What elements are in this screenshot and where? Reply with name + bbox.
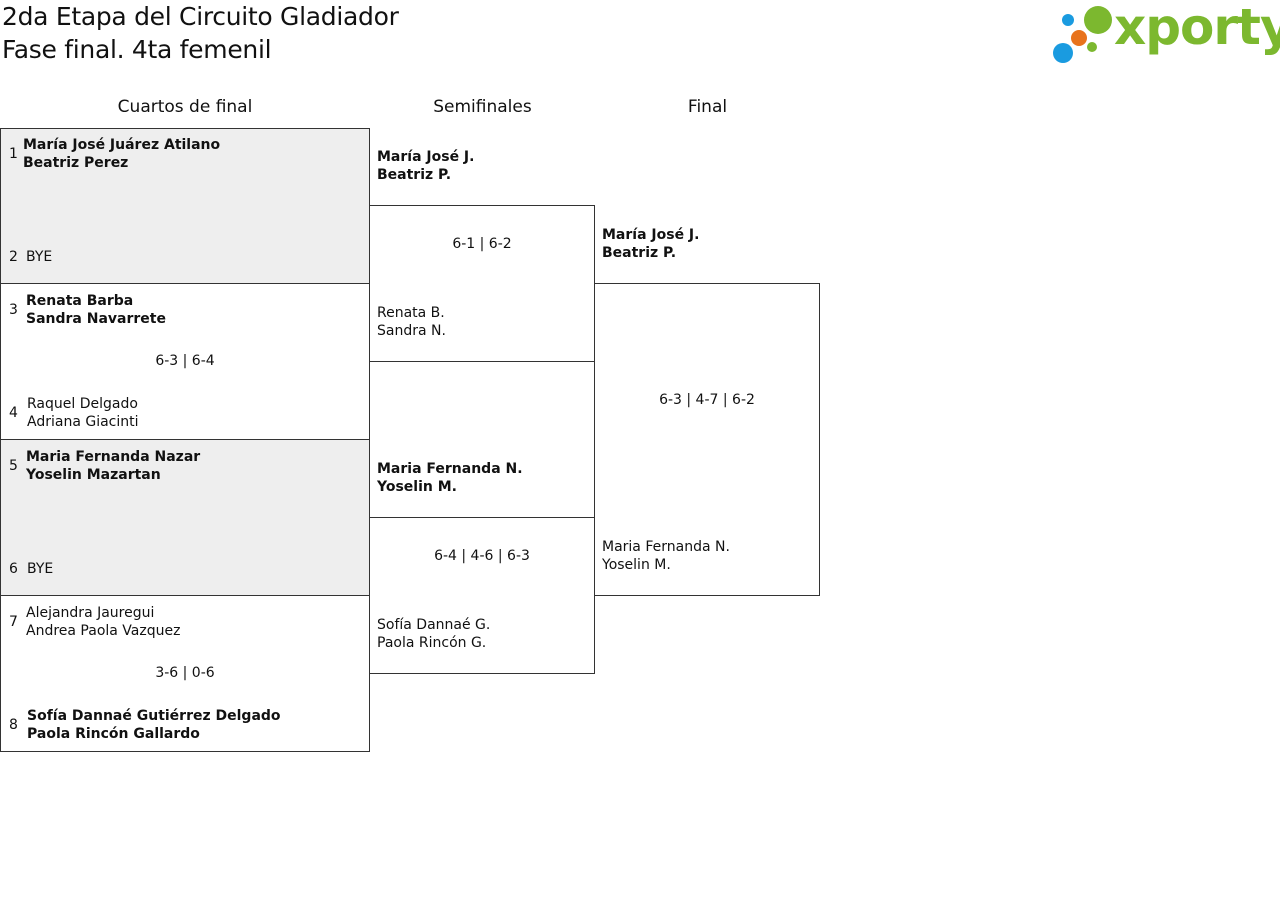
- player-name: Paola Rincón Gallardo: [27, 726, 200, 742]
- player-name: Yoselin Mazartan: [26, 467, 161, 483]
- player-name: Andrea Paola Vazquez: [26, 623, 181, 639]
- match-score: 6-4 | 4-6 | 6-3: [434, 548, 530, 564]
- player-name: Paola Rincón G.: [377, 635, 487, 651]
- seed-number: 5: [9, 458, 18, 474]
- player-name: Maria Fernanda Nazar: [26, 449, 201, 465]
- player-name: Raquel Delgado: [27, 396, 138, 412]
- player-name: Sandra N.: [377, 323, 446, 339]
- seed-number: 3: [9, 302, 18, 318]
- player-name: BYE: [27, 561, 54, 577]
- page-subtitle: Fase final. 4ta femenil: [2, 35, 272, 64]
- seed-number: 2: [9, 249, 18, 265]
- match-score: 3-6 | 0-6: [155, 665, 215, 681]
- semifinal-2-player-a: Yoselin M.: [377, 479, 457, 495]
- logo-dot-green-icon: [1084, 6, 1112, 34]
- match-score: 6-1 | 6-2: [452, 236, 512, 252]
- seed-number: 8: [9, 717, 18, 733]
- seed-number: 6: [9, 561, 18, 577]
- player-name: Beatriz Perez: [23, 155, 129, 171]
- quarterfinal-match-2[interactable]: 3 Renata Barba Sandra Navarrete 6-3 | 6-…: [0, 283, 370, 440]
- logo-text: xporty: [1114, 0, 1280, 56]
- final-player-a: Beatriz P.: [602, 245, 677, 261]
- match-score: 6-3 | 6-4: [155, 353, 215, 369]
- round-title-semis: Semifinales: [433, 97, 532, 117]
- match-score: 6-3 | 4-7 | 6-2: [659, 392, 755, 408]
- quarterfinal-match-4[interactable]: 7 Alejandra Jauregui Andrea Paola Vazque…: [0, 595, 370, 752]
- round-title-final: Final: [687, 97, 728, 117]
- semifinal-match-1[interactable]: 6-1 | 6-2 Renata B. Sandra N.: [369, 205, 595, 362]
- final-player-a: María José J.: [602, 227, 700, 243]
- player-name: Maria Fernanda N.: [602, 539, 730, 555]
- page-title: 2da Etapa del Circuito Gladiador: [2, 2, 399, 31]
- semifinal-2-player-a: Maria Fernanda N.: [377, 461, 523, 477]
- round-title-quarters: Cuartos de final: [117, 97, 253, 117]
- final-match[interactable]: 6-3 | 4-7 | 6-2 Maria Fernanda N. Yoseli…: [594, 283, 820, 596]
- logo-dot-green-small-icon: [1087, 42, 1097, 52]
- player-name: Renata Barba: [26, 293, 134, 309]
- xporty-logo[interactable]: xporty: [1050, 0, 1280, 68]
- logo-dot-orange-icon: [1071, 30, 1087, 46]
- semifinal-1-player-a: María José J.: [377, 149, 475, 165]
- player-name: Renata B.: [377, 305, 445, 321]
- seed-number: 4: [9, 405, 18, 421]
- player-name: María José Juárez Atilano: [23, 137, 221, 153]
- player-name: Sofía Dannaé G.: [377, 617, 491, 633]
- quarterfinal-match-3[interactable]: 5 Maria Fernanda Nazar Yoselin Mazartan …: [0, 439, 370, 596]
- player-name: Sandra Navarrete: [26, 311, 166, 327]
- seed-number: 1: [9, 146, 18, 162]
- logo-dot-blue-small-icon: [1062, 14, 1074, 26]
- quarterfinal-match-1[interactable]: 1 María José Juárez Atilano Beatriz Pere…: [0, 128, 370, 284]
- player-name: Adriana Giacinti: [27, 414, 139, 430]
- player-name: BYE: [26, 249, 53, 265]
- player-name: Alejandra Jauregui: [26, 605, 155, 621]
- semifinal-match-2[interactable]: 6-4 | 4-6 | 6-3 Sofía Dannaé G. Paola Ri…: [369, 517, 595, 674]
- seed-number: 7: [9, 614, 18, 630]
- logo-dot-blue-large-icon: [1053, 43, 1073, 63]
- semifinal-1-player-a: Beatriz P.: [377, 167, 452, 183]
- player-name: Sofía Dannaé Gutiérrez Delgado: [27, 708, 281, 724]
- player-name: Yoselin M.: [602, 557, 671, 573]
